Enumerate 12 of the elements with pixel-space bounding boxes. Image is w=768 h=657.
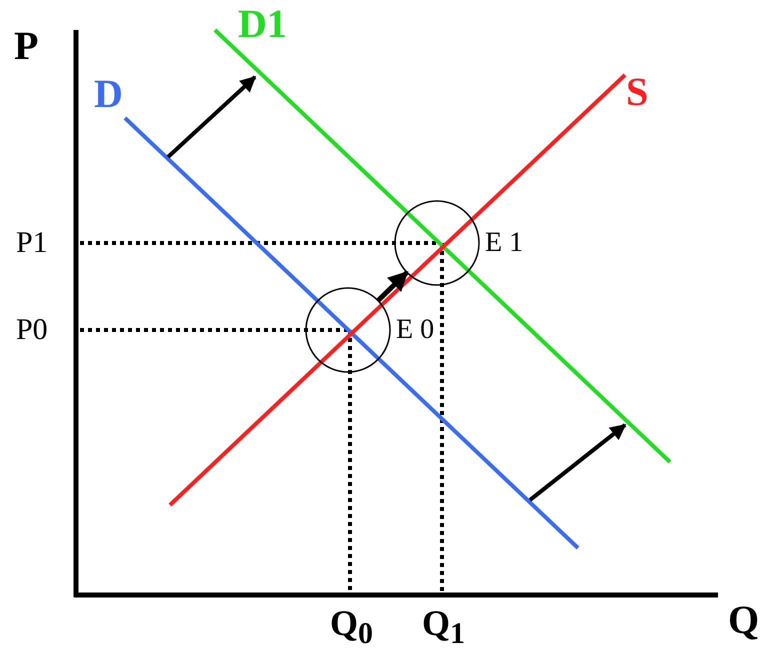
curve-label: D1 [238,4,287,44]
price-label: P0 [16,315,48,345]
quantity-label: Q$_{1}$ [422,605,466,650]
point-label: E 1 [485,229,524,257]
curve-label: S [626,72,648,112]
axis-title: Q [728,600,760,640]
arrow [376,270,409,302]
axis-title: P [14,26,38,66]
curve-label: D [94,74,123,114]
price-label: P1 [16,228,48,258]
quantity-label: Q$_{0}$ [330,605,374,650]
point-label: E 0 [396,316,434,344]
